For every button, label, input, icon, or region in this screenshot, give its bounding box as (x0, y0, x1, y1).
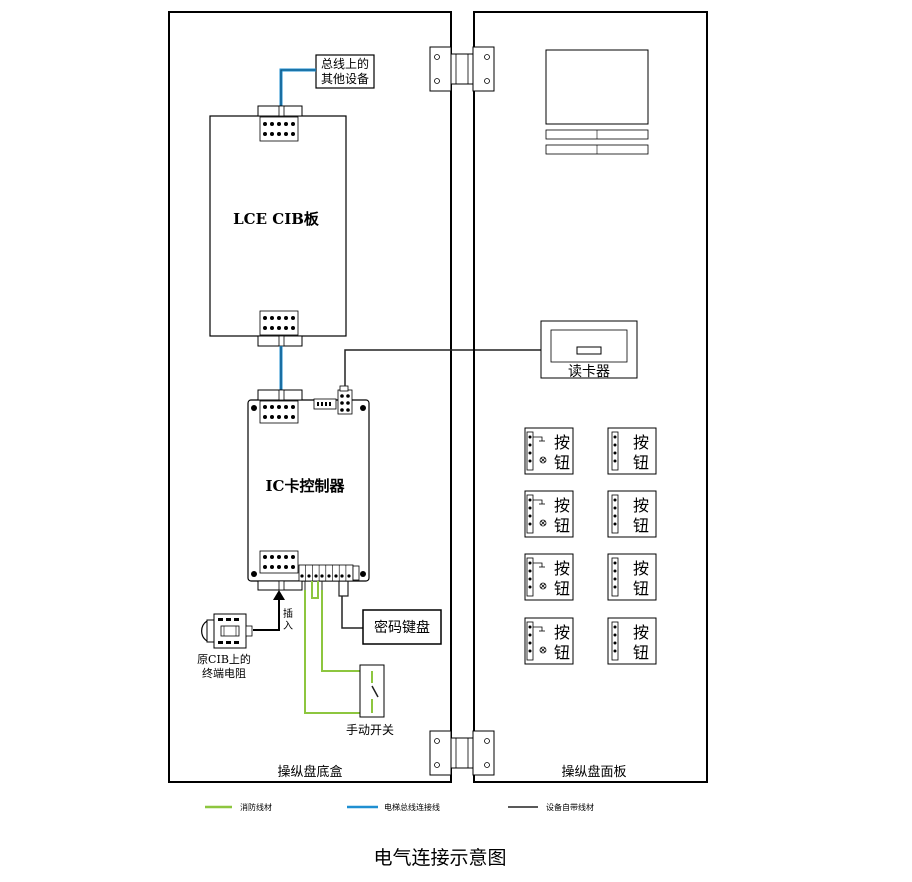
cib-bottom-connector (257, 310, 303, 347)
ic-bottom-connector (257, 550, 303, 591)
button-b4-label-1: 按 (633, 623, 649, 642)
insert-label-2: 入 (283, 621, 293, 632)
hinge-top (429, 46, 495, 92)
keypad-box (362, 609, 442, 645)
mount-holes (251, 405, 366, 577)
button-b2-label-1: 按 (633, 496, 649, 515)
reader-port (313, 385, 353, 415)
display-screen (545, 49, 649, 125)
cib-top-connector (257, 105, 303, 142)
legend-label-device: 设备自带线材 (546, 802, 594, 812)
button-a4-label-1: 按 (554, 623, 570, 642)
button-b1: 按 钮 (607, 427, 657, 475)
legend-label-bus: 电梯总线连接线 (384, 802, 440, 812)
keypad-wire (338, 581, 349, 597)
button-b1-label-1: 按 (633, 433, 649, 452)
resistor-label-2: 终端电阻 (202, 666, 246, 680)
face-panel-frame (473, 11, 708, 783)
button-b3-label-1: 按 (633, 559, 649, 578)
button-a2-label-1: 按 (554, 496, 570, 515)
button-b4: 按 钮 (607, 617, 657, 665)
bus-devices-label-2: 其他设备 (321, 72, 369, 86)
button-a4: 按 钮 (524, 617, 574, 665)
button-b2-label-2: 钮 (633, 516, 649, 535)
button-a3-label-2: 钮 (554, 579, 570, 598)
diagram-title: 电气连接示意图 (373, 847, 506, 869)
manual-switch (359, 664, 385, 718)
keypad-label: 密码键盘 (374, 619, 430, 636)
base-box-frame (168, 11, 452, 783)
button-a3-label-1: 按 (554, 559, 570, 578)
legend-label-fire: 消防线材 (240, 802, 272, 812)
cib-board (209, 115, 347, 337)
button-b1-label-2: 钮 (633, 453, 649, 472)
button-a1-label-1: 按 (554, 433, 570, 452)
button-a2: 按 钮 (524, 490, 574, 538)
bus-wire-top (279, 68, 316, 106)
button-b4-label-2: 钮 (633, 643, 649, 662)
bus-devices-label-1: 总线上的 (321, 56, 369, 71)
button-b3-label-2: 钮 (633, 579, 649, 598)
button-a2-label-2: 钮 (554, 516, 570, 535)
button-a1-label-2: 钮 (554, 453, 570, 472)
card-reader-wire (344, 349, 541, 386)
insert-arrow (253, 598, 280, 631)
ic-terminal-block (298, 564, 360, 582)
resistor-label-1: 原CIB上的 (197, 652, 251, 666)
manual-switch-label: 手动开关 (346, 723, 394, 737)
ic-top-connector (257, 389, 303, 424)
hinge-bottom (429, 730, 495, 776)
card-reader-inner (550, 329, 628, 363)
base-box-label: 操纵盘底盒 (277, 764, 342, 780)
cib-board-label: LCE CIB板 (233, 210, 320, 228)
face-panel-label: 操纵盘面板 (561, 764, 626, 780)
insert-label-1: 插 (283, 607, 293, 620)
ic-controller-label: IC卡控制器 (266, 477, 346, 495)
button-a1: 按 钮 (524, 427, 574, 475)
card-slot (576, 346, 602, 355)
button-b3: 按 钮 (607, 553, 657, 601)
button-a3: 按 钮 (524, 553, 574, 601)
button-a4-label-2: 钮 (554, 643, 570, 662)
terminal-resistor (201, 613, 253, 649)
button-panel: 按 钮 按 钮 按 钮 (524, 427, 657, 665)
legend: 消防线材 电梯总线连接线 设备自带线材 (205, 802, 594, 812)
button-b2: 按 钮 (607, 490, 657, 538)
card-reader-label: 读卡器 (568, 363, 610, 380)
